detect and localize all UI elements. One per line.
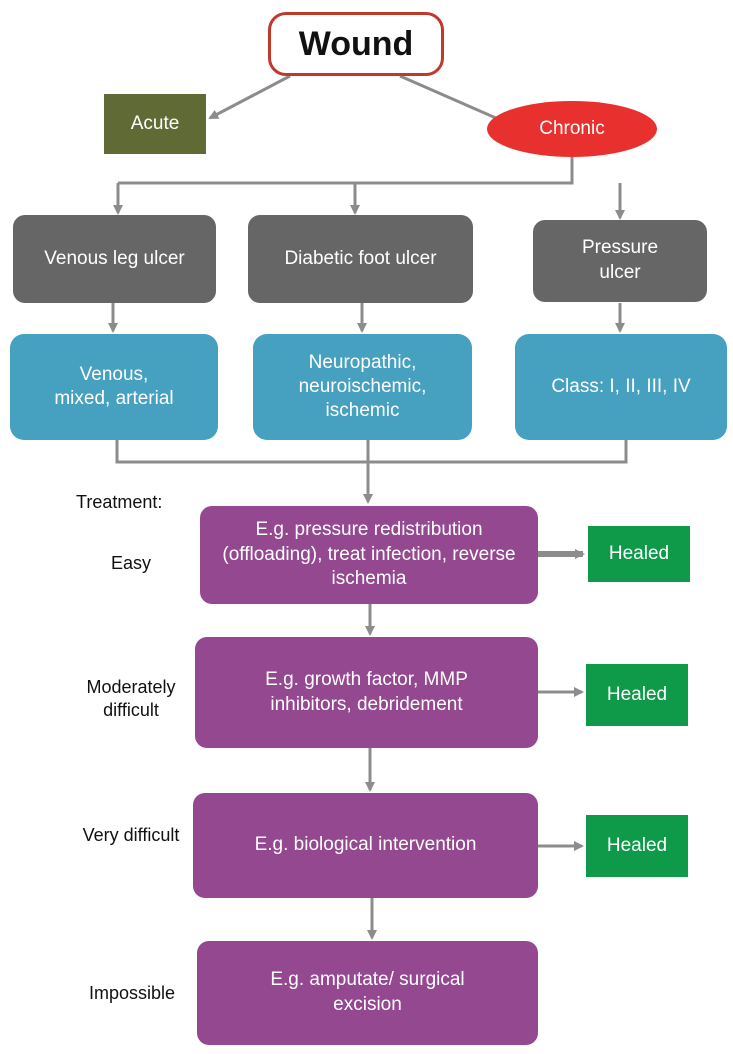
treatment-easy-node: E.g. pressure redistribution (offloading… <box>200 506 538 604</box>
connector-chronic-branch <box>118 157 574 185</box>
treatment-heading: Treatment: <box>76 492 163 512</box>
treatment-very-label: E.g. biological intervention <box>254 834 477 856</box>
healed-very-label: Healed <box>606 835 668 856</box>
connector-merge <box>115 440 628 464</box>
treatment-very-node: E.g. biological intervention <box>193 793 538 898</box>
venous-ulcer-node: Venous leg ulcer <box>13 215 216 303</box>
treatment-impossible-label: E.g. amputate/ surgical excision <box>270 969 465 1015</box>
healed-moderate-node: Healed <box>586 664 688 726</box>
diabetic-subtype-label: Neuropathic, neuroischemic, ischemic <box>298 352 427 421</box>
wound-node: Wound <box>268 12 444 76</box>
healed-moderate-label: Healed <box>606 684 668 705</box>
diabetic-ulcer-label: Diabetic foot ulcer <box>284 247 437 269</box>
healed-easy-node: Healed <box>588 526 690 582</box>
diabetic-ulcer-node: Diabetic foot ulcer <box>248 215 473 303</box>
pressure-subtype-label: Class: I, II, III, IV <box>551 376 691 398</box>
pressure-ulcer-node: Pressure ulcer <box>533 220 707 302</box>
diabetic-subtype-node: Neuropathic, neuroischemic, ischemic <box>253 334 472 440</box>
treatment-moderate-node: E.g. growth factor, MMP inhibitors, debr… <box>195 637 538 748</box>
chronic-label: Chronic <box>539 118 605 139</box>
difficulty-impossible: Impossible <box>88 983 176 1003</box>
pressure-ulcer-label: Pressure ulcer <box>581 237 659 283</box>
pressure-subtype-node: Class: I, II, III, IV <box>515 334 727 440</box>
treatment-moderate-label: E.g. growth factor, MMP inhibitors, debr… <box>265 668 468 715</box>
chronic-node: Chronic <box>487 101 657 157</box>
wound-label: Wound <box>298 24 414 63</box>
healed-easy-label: Healed <box>608 543 670 564</box>
difficulty-easy: Easy <box>110 553 152 573</box>
difficulty-very: Very difficult <box>82 825 180 845</box>
treatment-impossible-node: E.g. amputate/ surgical excision <box>197 941 538 1045</box>
arrow-wound-chronic <box>399 74 507 124</box>
difficulty-moderate: Moderately difficult <box>86 677 176 721</box>
acute-node: Acute <box>104 94 206 154</box>
treatment-easy-label: E.g. pressure redistribution (offloading… <box>222 518 516 590</box>
arrow-wound-acute <box>208 74 291 120</box>
venous-subtype-label: Venous, mixed, arterial <box>54 364 174 409</box>
acute-label: Acute <box>130 113 180 134</box>
healed-very-node: Healed <box>586 815 688 877</box>
venous-ulcer-label: Venous leg ulcer <box>44 247 185 269</box>
venous-subtype-node: Venous, mixed, arterial <box>10 334 218 440</box>
